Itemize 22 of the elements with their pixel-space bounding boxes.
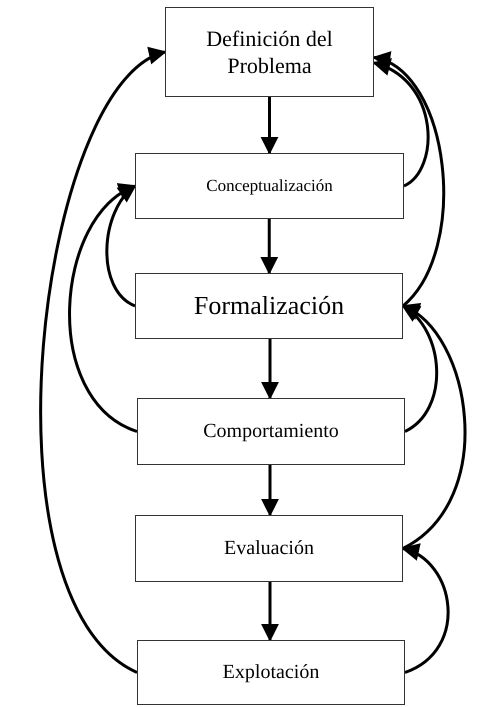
box-label: Explotación: [222, 660, 320, 685]
box-label: Definición del Problema: [205, 24, 334, 80]
arrow: [261, 582, 279, 642]
arrow: [372, 60, 430, 188]
box-label: Conceptualización: [206, 175, 333, 197]
arrow: [372, 54, 446, 307]
process-box: [135, 273, 403, 339]
arrow: [401, 304, 466, 550]
box-label: Comportamiento: [203, 419, 339, 444]
process-box: [137, 640, 405, 705]
process-box: [135, 515, 403, 582]
arrow: [261, 339, 279, 400]
arrow: [260, 219, 278, 275]
process-box: [137, 398, 405, 465]
box-label: Evaluación: [224, 536, 314, 561]
arrow: [401, 546, 450, 674]
process-box: [165, 7, 374, 97]
arrow: [402, 304, 438, 433]
box-label: Formalización: [194, 290, 344, 322]
arrow: [260, 97, 278, 155]
arrow: [261, 465, 279, 517]
process-box: [135, 153, 404, 219]
